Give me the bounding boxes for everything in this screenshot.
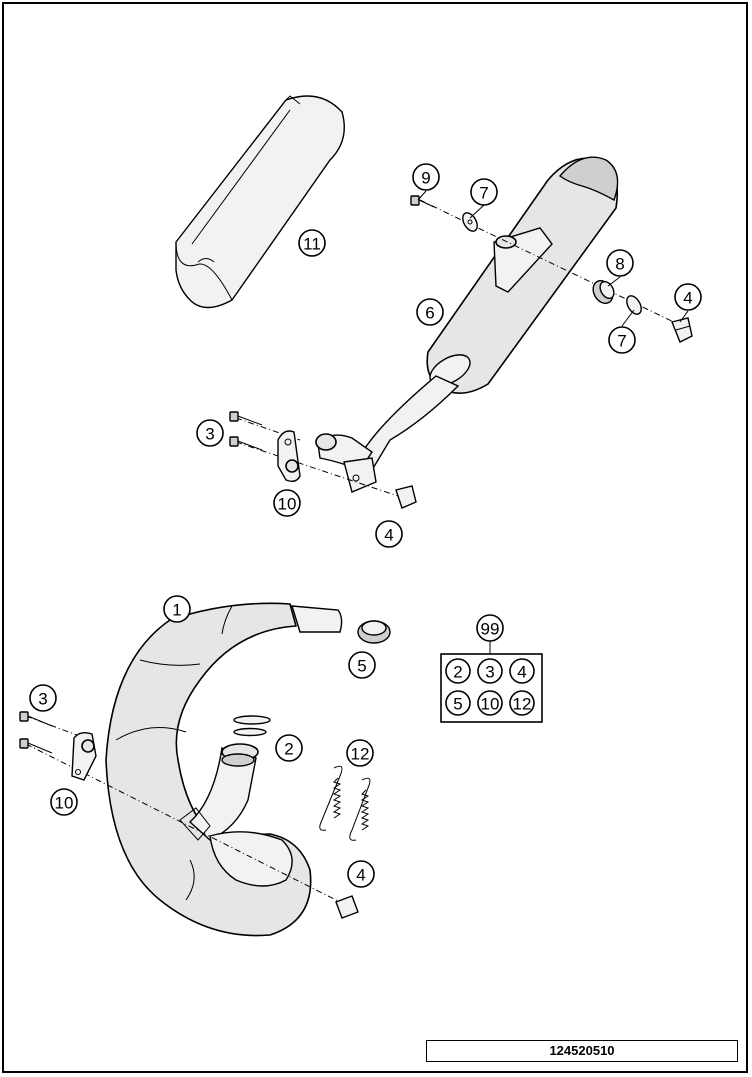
callout-5: 5 xyxy=(348,651,376,679)
svg-text:3: 3 xyxy=(485,663,494,682)
svg-text:2: 2 xyxy=(284,740,293,759)
drawing-number: 124520510 xyxy=(426,1040,738,1062)
callout-12: 12 xyxy=(346,739,374,767)
svg-text:11: 11 xyxy=(303,235,321,254)
svg-text:12: 12 xyxy=(513,695,532,714)
callout-10-upper: 10 xyxy=(273,489,301,517)
kit-item-12: 12 xyxy=(509,690,535,716)
spring-nut-lower-bracket xyxy=(395,485,417,509)
bolt-upper-silencer xyxy=(410,195,435,208)
o-rings-part xyxy=(233,715,271,737)
callout-2: 2 xyxy=(275,734,303,762)
svg-text:4: 4 xyxy=(356,866,365,885)
callout-10-lower: 10 xyxy=(50,788,78,816)
tension-springs-part xyxy=(319,765,371,841)
manifold-part xyxy=(105,602,343,937)
washer-upper-right xyxy=(626,295,642,315)
bracket-lower-part xyxy=(71,731,97,781)
svg-text:3: 3 xyxy=(38,690,47,709)
callout-11: 11 xyxy=(298,229,326,257)
callout-7-upper: 7 xyxy=(470,178,498,206)
callout-9: 9 xyxy=(412,163,440,191)
callout-6: 6 xyxy=(416,298,444,326)
callout-3-upper: 3 xyxy=(196,419,224,447)
rubber-grommet-part xyxy=(592,279,615,305)
washer-upper-left xyxy=(462,212,478,232)
kit-item-10: 10 xyxy=(477,690,503,716)
callout-8: 8 xyxy=(606,249,634,277)
svg-text:6: 6 xyxy=(425,304,434,323)
svg-text:12: 12 xyxy=(351,745,370,764)
svg-text:7: 7 xyxy=(617,332,626,351)
kit-item-5: 5 xyxy=(445,690,471,716)
svg-text:4: 4 xyxy=(683,289,692,308)
svg-text:99: 99 xyxy=(481,620,500,639)
silencer-part xyxy=(315,156,619,493)
spring-nut-lower-manifold xyxy=(335,895,359,919)
bolts-lower-manifold xyxy=(19,711,53,754)
svg-text:5: 5 xyxy=(357,657,366,676)
kit-label-99: 99 xyxy=(476,614,504,642)
callout-7-lower: 7 xyxy=(608,326,636,354)
callout-4-upper-bracket: 4 xyxy=(375,520,403,548)
kit-item-4: 4 xyxy=(509,658,535,684)
seal-ring-part xyxy=(357,620,391,644)
kit-item-3: 3 xyxy=(477,658,503,684)
svg-text:7: 7 xyxy=(479,184,488,203)
callout-1: 1 xyxy=(163,595,191,623)
bolts-lower-bracket xyxy=(229,411,263,451)
svg-text:10: 10 xyxy=(55,794,74,813)
svg-text:4: 4 xyxy=(384,526,393,545)
callout-4-upper-right: 4 xyxy=(674,283,702,311)
svg-text:2: 2 xyxy=(453,663,462,682)
callout-3-lower: 3 xyxy=(29,684,57,712)
callout-4-lower: 4 xyxy=(347,860,375,888)
svg-text:8: 8 xyxy=(615,255,624,274)
svg-text:3: 3 xyxy=(205,425,214,444)
svg-text:9: 9 xyxy=(421,169,430,188)
spring-nut-upper-right xyxy=(671,317,693,343)
kit-item-2: 2 xyxy=(445,658,471,684)
svg-text:5: 5 xyxy=(453,695,462,714)
svg-text:10: 10 xyxy=(481,695,500,714)
protection-sleeve-part xyxy=(175,95,345,309)
bracket-upper-part xyxy=(277,430,301,483)
svg-text:4: 4 xyxy=(517,663,526,682)
svg-text:1: 1 xyxy=(172,601,181,620)
kit-99-group: 99 2 3 4 5 10 12 xyxy=(440,614,543,723)
svg-text:10: 10 xyxy=(278,495,297,514)
